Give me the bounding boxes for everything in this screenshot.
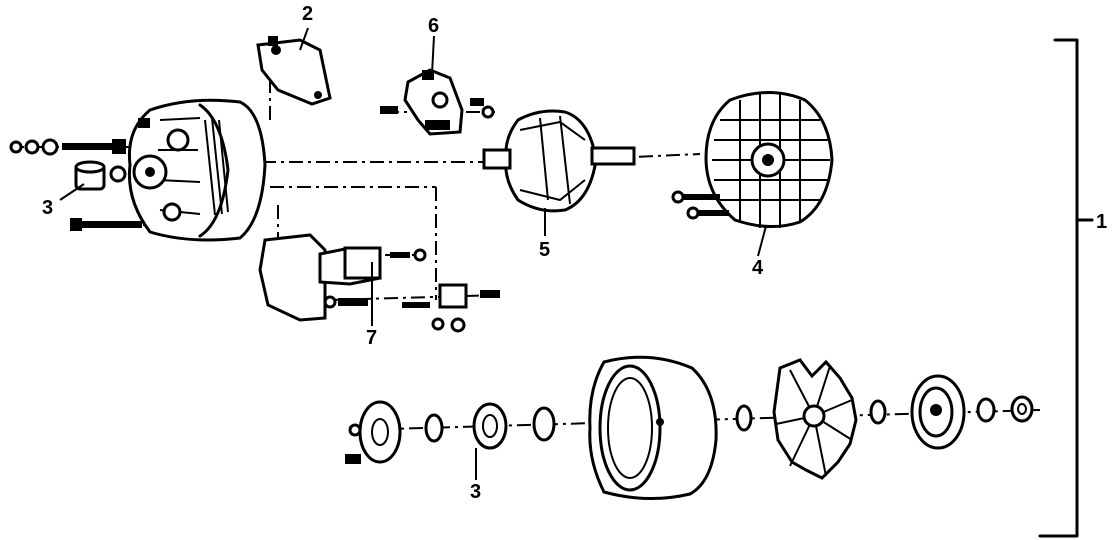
drive-end-housing: [109, 98, 267, 242]
callout-6: 6: [428, 15, 439, 37]
slip-ring-end-frame: [671, 91, 834, 229]
stator: [588, 355, 718, 500]
callout-1: 1: [1096, 211, 1107, 233]
fan: [772, 358, 858, 480]
rectifier-bridge: [258, 233, 500, 333]
collar: [424, 413, 444, 443]
callout-labels: 1 2 3 3 4 5 6 7: [42, 3, 1107, 503]
callout-3-lower: 3: [470, 481, 481, 503]
callout-7: 7: [366, 327, 377, 349]
rotor: [482, 109, 636, 213]
regulator-plate: [256, 36, 332, 106]
assembly-bracket: [1038, 38, 1094, 538]
callout-5: 5: [539, 239, 550, 261]
callout-3-upper: 3: [42, 197, 53, 219]
through-bolt-lower: [70, 218, 142, 231]
bearing-upper: [74, 160, 106, 191]
pulley: [910, 374, 966, 450]
callout-4: 4: [752, 257, 764, 279]
pulley-nut: [1010, 395, 1034, 423]
leader-lines: [59, 27, 767, 480]
bearing-lower: [472, 402, 508, 450]
spacer: [532, 406, 556, 442]
spacer-2: [735, 404, 753, 432]
callout-2: 2: [302, 3, 313, 25]
through-bolt-upper: [9, 138, 126, 156]
washer: [869, 399, 887, 425]
retainer-plate: [345, 400, 402, 464]
brush-holder: [380, 68, 495, 136]
lock-washer: [976, 397, 996, 423]
